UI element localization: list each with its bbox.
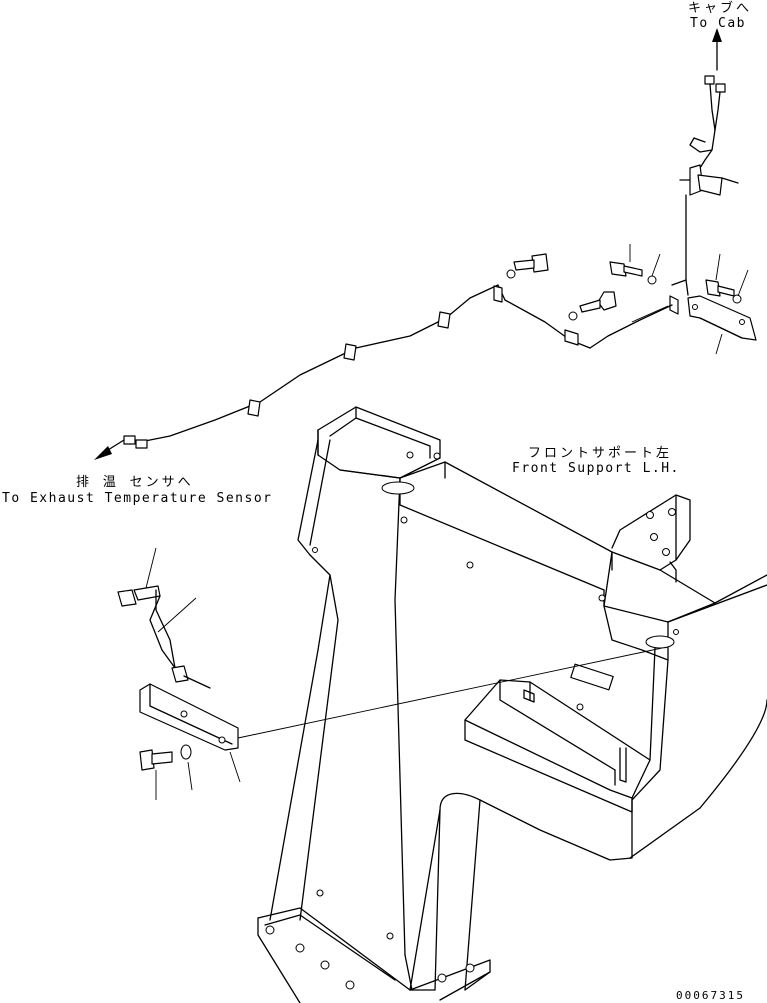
sensor-assembly xyxy=(117,547,663,800)
front-support-label-jp: フロントサポート左 xyxy=(528,446,673,461)
exhaust-sensor-label-en: To Exhaust Temperature Sensor xyxy=(2,491,273,506)
front-support-frame xyxy=(257,406,767,1003)
front-support-label-en: Front Support L.H. xyxy=(512,461,680,476)
drawing-code: 00067315 xyxy=(676,989,745,1002)
to-cab-label-en: To Cab xyxy=(690,16,746,31)
to-cab-label-jp: キャブへ xyxy=(688,1,753,16)
harness-upper xyxy=(94,28,757,460)
exhaust-sensor-label-jp: 排 温 センサへ xyxy=(76,475,194,490)
